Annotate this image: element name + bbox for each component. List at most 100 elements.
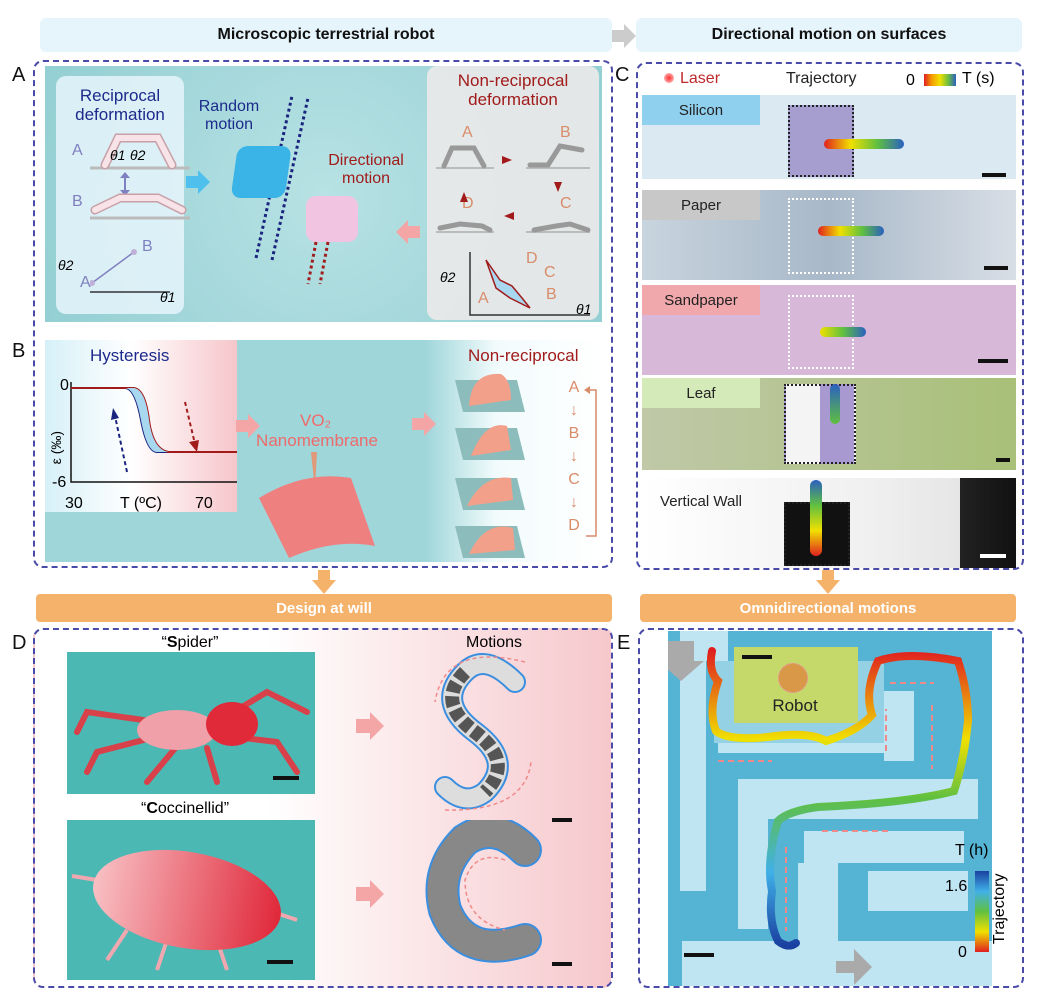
down-arrow-icon: ↓: [570, 402, 578, 419]
hysteresis-title: Hysteresis: [90, 346, 170, 365]
header-right: Directional motion on surfaces: [636, 18, 1022, 52]
nanomembrane-label: Nanomembrane: [256, 431, 378, 450]
plot-axis-theta1: θ1: [160, 289, 176, 305]
arrow-down-icon: [816, 570, 840, 594]
trajectory-legend: Trajectory: [786, 70, 857, 87]
nonreciprocal-cycle-diagram: [436, 143, 591, 316]
nonreciprocal-box: [427, 66, 599, 320]
robot-label: Robot: [772, 696, 818, 715]
directional-motion-label: Directional motion: [328, 152, 404, 187]
nr-plot-a: A: [478, 290, 489, 307]
panel-label-d: D: [12, 632, 27, 654]
step-b: B: [568, 425, 580, 442]
nr-state-b: B: [560, 124, 571, 141]
reciprocal-title: Reciprocal deformation: [75, 86, 165, 124]
vo2-label: VO₂: [300, 411, 332, 430]
nonreciprocal-title: Non-reciprocal deformation: [457, 71, 569, 109]
omnidirectional-bar: Omnidirectional motions: [640, 594, 1016, 622]
maze-image: Robot: [668, 631, 992, 986]
loop-back-arrow: [584, 386, 597, 537]
nr-state-a: A: [462, 124, 473, 141]
trajectory-axis-label: Trajectory: [991, 873, 1009, 945]
panel-label-a: A: [12, 64, 26, 86]
arrow-right-icon: [412, 412, 436, 436]
arrow-left-icon: [396, 220, 420, 244]
surface-label: Sandpaper: [642, 285, 760, 315]
theta1-label: θ1: [110, 147, 126, 163]
motions-title: Motions: [466, 634, 523, 651]
c-shape-trajectory: [425, 820, 542, 963]
laser-dot-icon: [664, 73, 674, 83]
surface-row-leaf: Leaf: [642, 378, 1016, 470]
nr-plot-c: C: [544, 264, 556, 281]
coccinellid-image: [67, 820, 315, 980]
step-d: D: [568, 517, 580, 534]
s-shape-trajectory: [434, 653, 532, 811]
y-tick-neg6: -6: [52, 474, 67, 491]
steps-list: A ↓ B ↓ C ↓ D: [564, 376, 584, 537]
y-axis-label: ε (‰): [48, 430, 65, 465]
plot-point-a: A: [80, 274, 91, 291]
state-a-label: A: [72, 142, 83, 159]
surface-label: Vertical Wall: [660, 493, 742, 510]
plot-axis-theta2: θ2: [58, 257, 74, 273]
random-motion-robot: [231, 95, 310, 261]
nanomembrane-illustration: [259, 452, 375, 558]
scale-bar: [552, 962, 572, 966]
time-min-label: 0: [958, 944, 967, 961]
surface-row-silicon: Silicon: [642, 95, 1016, 179]
nr-plot-theta1: θ1: [576, 301, 592, 317]
random-motion-label: Random motion: [198, 98, 260, 133]
x-tick-70: 70: [195, 495, 213, 512]
step-c: C: [568, 471, 580, 488]
panel-ab-frame: [33, 60, 613, 568]
arrow-right-icon: [612, 24, 636, 48]
reciprocal-legs-diagram: [90, 133, 190, 293]
robot-inset: Robot: [734, 647, 858, 723]
time-colorbar: [924, 74, 956, 86]
surface-row-paper: Paper: [642, 190, 1016, 280]
scale-bar: [552, 818, 572, 822]
theta2-label: θ2: [130, 147, 146, 163]
nonreciprocal-b-title: Non-reciprocal: [468, 346, 579, 365]
arrow-right-icon: [356, 712, 384, 740]
surface-row-sandpaper: Sandpaper: [642, 285, 1016, 375]
scale-bar: [684, 953, 714, 957]
panel-label-e: E: [617, 632, 631, 654]
surface-label: Paper: [642, 190, 760, 220]
x-axis-label: T (ºC): [120, 495, 162, 512]
arrow-down-icon: [312, 570, 336, 594]
panel-e-frame: [638, 628, 1024, 988]
header-left: Microscopic terrestrial robot: [40, 18, 612, 52]
panel-label-c: C: [615, 64, 630, 86]
hysteresis-bg: [45, 340, 237, 512]
plot-point-b: B: [142, 238, 153, 255]
surface-label: Leaf: [642, 378, 760, 408]
time-scale-unit: T (s): [962, 70, 995, 87]
down-arrow-icon: ↓: [570, 448, 578, 465]
time-unit-label: T (h): [955, 842, 989, 859]
surface-row-vertical-wall: Vertical Wall: [642, 478, 1016, 568]
nr-state-d: D: [462, 195, 474, 212]
x-tick-30: 30: [65, 495, 83, 512]
nonreciprocal-steps-illustration: [455, 373, 525, 558]
time-max-label: 1.6: [945, 878, 968, 895]
spider-title: “Spider”: [161, 634, 219, 651]
time-scale-min: 0: [906, 72, 915, 89]
down-arrow-icon: ↓: [570, 494, 578, 511]
spider-image: [67, 652, 315, 794]
nr-plot-d: D: [526, 250, 538, 267]
arrow-right-icon: [356, 880, 384, 908]
hysteresis-chart: [70, 382, 237, 483]
y-tick-0: 0: [60, 377, 69, 394]
panel-label-b: B: [12, 340, 26, 362]
nr-plot-b: B: [546, 286, 557, 303]
design-at-will-bar: Design at will: [36, 594, 612, 622]
directional-motion-robot: [306, 196, 358, 285]
step-a: A: [568, 379, 580, 396]
arrow-right-icon: [236, 414, 260, 438]
laser-legend: Laser: [680, 70, 721, 87]
nr-state-c: C: [560, 195, 572, 212]
nr-plot-theta2: θ2: [440, 269, 456, 285]
time-colorbar-e: [975, 871, 989, 952]
